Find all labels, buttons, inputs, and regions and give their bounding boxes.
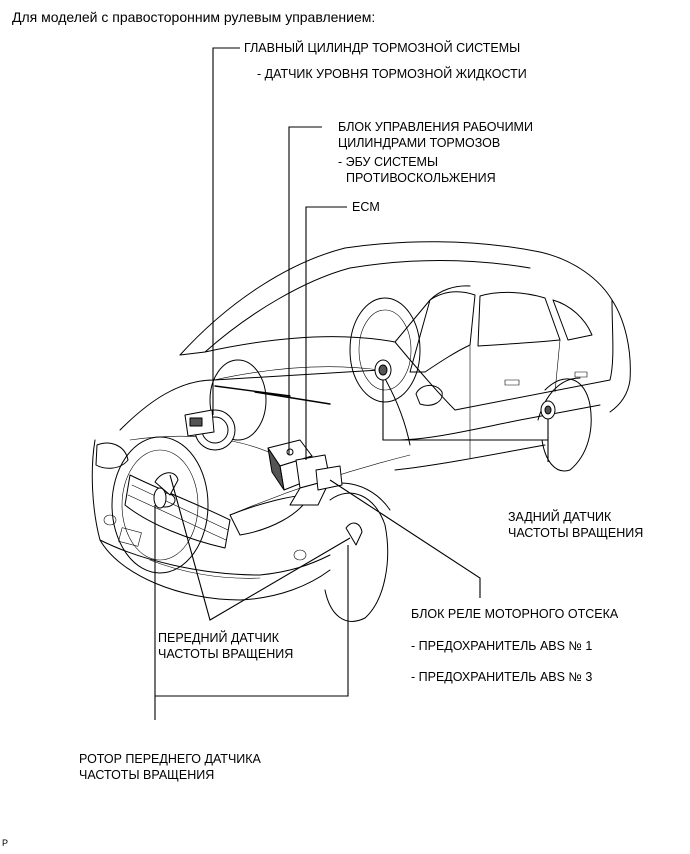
leader-master-cylinder [212, 47, 240, 415]
roof-outline [179, 241, 613, 356]
label-actuator-line2: ЦИЛИНДРАМИ ТОРМОЗОВ [338, 136, 501, 150]
front-wheel-left [111, 436, 209, 574]
leader-rear-sensor [382, 380, 549, 462]
rear-speed-sensor-near [540, 400, 556, 420]
leader-front-sensor [169, 474, 351, 621]
side-mirror [415, 385, 443, 406]
leader-lines [154, 47, 549, 720]
roof-inner [204, 260, 531, 353]
label-rotor-line2: ЧАСТОТЫ ВРАЩЕНИЯ [79, 768, 215, 782]
label-master-cylinder: ГЛАВНЫЙ ЦИЛИНДР ТОРМОЗНОЙ СИСТЕМЫ [244, 41, 521, 55]
label-skid-ecu-line2: ПРОТИВОСКОЛЬЖЕНИЯ [346, 171, 496, 185]
front-speed-sensor-left [153, 472, 179, 509]
leader-actuator [288, 126, 322, 455]
hood-outline [119, 369, 411, 446]
side-body-lower [394, 404, 601, 441]
rear-wheel-far [349, 297, 421, 403]
rear-wheel-arch [537, 377, 581, 421]
components [153, 359, 556, 546]
label-rear-sensor-line2: ЧАСТОТЫ ВРАЩЕНИЯ [508, 526, 644, 540]
corner-mark: P [2, 838, 9, 848]
rear-speed-sensor-far [374, 359, 392, 381]
label-skid-ecu-line1: - ЭБУ СИСТЕМЫ [338, 155, 439, 169]
lower-grille [149, 559, 261, 579]
rocker-panel [394, 444, 546, 471]
bumper-line [99, 539, 331, 576]
rear-wheel-near [541, 378, 592, 472]
wiper-right [254, 391, 331, 405]
rear-end [609, 299, 631, 413]
headlight-left [95, 442, 129, 469]
engine-relay-box [315, 465, 343, 491]
leader-relay-block [329, 479, 481, 598]
label-relay-block: БЛОК РЕЛЕ МОТОРНОГО ОТСЕКА [411, 607, 619, 621]
quarter-window [552, 299, 593, 341]
label-abs-fuse-3: - ПРЕДОХРАНИТЕЛЬ ABS № 3 [411, 670, 593, 684]
label-rear-sensor-line1: ЗАДНИЙ ДАТЧИК [508, 510, 612, 524]
label-front-sensor-line1: ПЕРЕДНИЙ ДАТЧИК [158, 631, 279, 645]
wiper-left [214, 385, 291, 397]
leader-ecm [305, 206, 347, 460]
rear-side-window [477, 291, 561, 347]
grille [124, 474, 231, 549]
label-abs-fuse-1: - ПРЕДОХРАНИТЕЛЬ ABS № 1 [411, 639, 593, 653]
diagram-title: Для моделей с правосторонним рулевым упр… [12, 9, 376, 25]
front-fascia [91, 439, 331, 601]
label-actuator-line1: БЛОК УПРАВЛЕНИЯ РАБОЧИМИ [338, 120, 533, 134]
front-wheel-right [324, 492, 389, 622]
label-fluid-level-sensor: - ДАТЧИК УРОВНЯ ТОРМОЗНОЙ ЖИДКОСТИ [257, 67, 527, 81]
front-wheel-far [209, 359, 267, 441]
windshield [179, 285, 471, 356]
master-cylinder [184, 409, 236, 451]
front-speed-sensor-right [345, 522, 363, 546]
car-illustration [91, 241, 631, 622]
label-rotor-line1: РОТОР ПЕРЕДНЕГО ДАТЧИКА [79, 752, 261, 766]
side-body-upper [394, 299, 614, 411]
front-side-window [409, 291, 476, 373]
label-front-sensor-line2: ЧАСТОТЫ ВРАЩЕНИЯ [158, 647, 294, 661]
label-ecm: ECM [352, 200, 380, 214]
